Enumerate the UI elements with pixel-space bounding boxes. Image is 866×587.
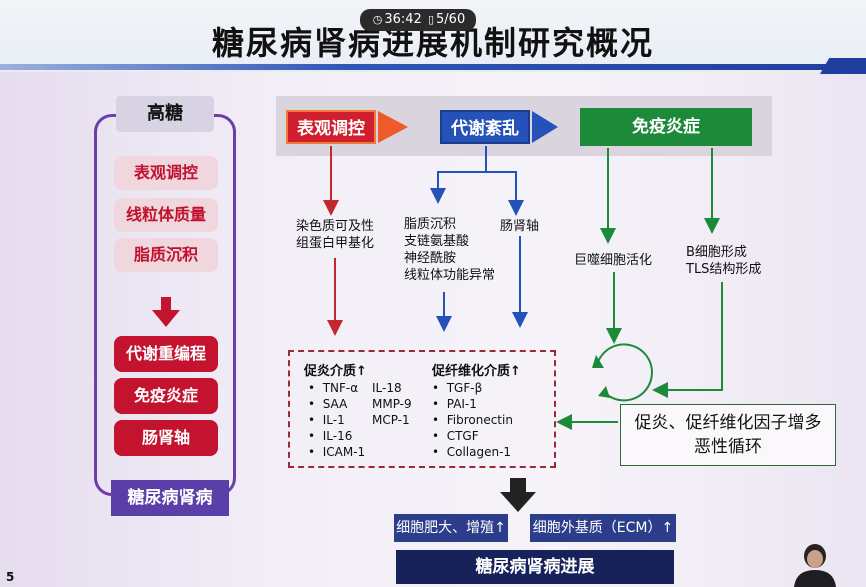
mediator-item: • CTGF [432, 429, 479, 443]
mediator-item: MCP-1 [372, 413, 410, 427]
presentation-timer: ◷36:42 ▯5/60 [360, 9, 476, 31]
cycle-arrowhead-top [592, 355, 604, 368]
hypertrophy-outcome: 细胞肥大、增殖↑ [394, 514, 508, 542]
metabolic-mechanism-text: 脂质沉积 支链氨基酸 神经酰胺 线粒体功能异常 [404, 216, 495, 284]
mediator-item: • PAI-1 [432, 397, 477, 411]
page-counter: 5/60 [436, 12, 466, 27]
ceramide-item: 神经酰胺 [404, 251, 457, 266]
mediator-item: • ICAM-1 [308, 445, 366, 459]
header-epigenetic: 表观调控 [286, 110, 376, 144]
factor-epigenetic: 表观调控 [114, 156, 218, 190]
factor-mitochondria: 线粒体质量 [114, 198, 218, 232]
factor-lipid: 脂质沉积 [114, 238, 218, 272]
mediator-item: • SAA [308, 397, 348, 411]
metabolic-pointer [532, 111, 558, 143]
cycle-arrowhead-bottom [598, 386, 610, 398]
mediator-item: IL-18 [372, 381, 402, 395]
title-underline [0, 64, 866, 70]
bcaa-item: 支链氨基酸 [404, 234, 470, 249]
mediator-item: • TNF-α [308, 381, 359, 395]
dn-progression-box: 糖尿病肾病进展 [396, 550, 674, 584]
chromatin-accessibility: 染色质可及性 [296, 219, 375, 234]
mediator-item: • TGF-β [432, 381, 483, 395]
ecm-outcome: 细胞外基质（ECM）↑ [530, 514, 676, 542]
page-icon: ▯ [427, 13, 435, 26]
red-down-arrow [152, 297, 180, 327]
cycle-result-line2: 恶性循环 [694, 437, 762, 457]
fibrotic-list: • TGF-β • PAI-1 • Fibronectin • CTGF • C… [432, 380, 513, 460]
histone-methylation: 组蛋白甲基化 [296, 236, 375, 251]
bcell-to-cycle-arrow [652, 282, 723, 398]
mediator-item: • IL-16 [308, 429, 353, 443]
mediator-item: • Collagen-1 [432, 445, 512, 459]
mediator-item: • IL-1 [308, 413, 345, 427]
bcell-formation: B细胞形成 [686, 245, 747, 260]
factor-immune-inflammation: 免疫炎症 [114, 378, 218, 414]
mediator-item: MMP-9 [372, 397, 412, 411]
mitochondria-dysfunction-item: 线粒体功能异常 [404, 268, 496, 283]
high-glucose-label: 高糖 [116, 96, 214, 132]
epigenetic-mechanism-text: 染色质可及性 组蛋白甲基化 [296, 218, 374, 252]
diabetic-nephropathy-label: 糖尿病肾病 [111, 480, 229, 516]
slide-page-number: 5 [6, 570, 15, 584]
mediators-box [288, 350, 556, 468]
inflammatory-col1: • TNF-α • SAA • IL-1 • IL-16 • ICAM-1 [308, 380, 365, 460]
mediator-item: • Fibronectin [432, 413, 513, 427]
factor-metabolic-reprogramming: 代谢重编程 [114, 336, 218, 372]
corner-decoration [820, 58, 866, 74]
clock-icon: ◷ [372, 13, 383, 26]
gut-kidney-axis-text: 肠肾轴 [500, 219, 540, 234]
epigenetic-pointer [378, 111, 408, 143]
factor-gut-kidney: 肠肾轴 [114, 420, 218, 456]
macrophage-activation-text: 巨噬细胞活化 [574, 253, 653, 268]
vicious-cycle-result: 促炎、促纤维化因子增多 恶性循环 [620, 404, 836, 466]
timer-value: 36:42 [384, 12, 422, 27]
header-immune: 免疫炎症 [580, 108, 752, 146]
vicious-cycle-icon [597, 343, 653, 402]
fibrotic-mediators-title: 促纤维化介质↑ [432, 364, 521, 379]
tls-formation: TLS结构形成 [686, 262, 762, 277]
black-down-arrow [500, 478, 536, 512]
presenter-thumbnail [794, 544, 836, 587]
metabolic-branch-arrow [430, 146, 487, 204]
cycle-result-line1: 促炎、促纤维化因子增多 [634, 413, 822, 433]
bcell-tls-text: B细胞形成 TLS结构形成 [686, 244, 761, 278]
inflammatory-mediators-title: 促炎介质↑ [304, 364, 367, 379]
header-metabolic: 代谢紊乱 [440, 110, 530, 144]
metabolic-gut-branch-arrow [486, 171, 524, 216]
inflammatory-col2: IL-18 MMP-9 MCP-1 [372, 380, 412, 428]
lipid-deposition-item: 脂质沉积 [404, 217, 457, 232]
